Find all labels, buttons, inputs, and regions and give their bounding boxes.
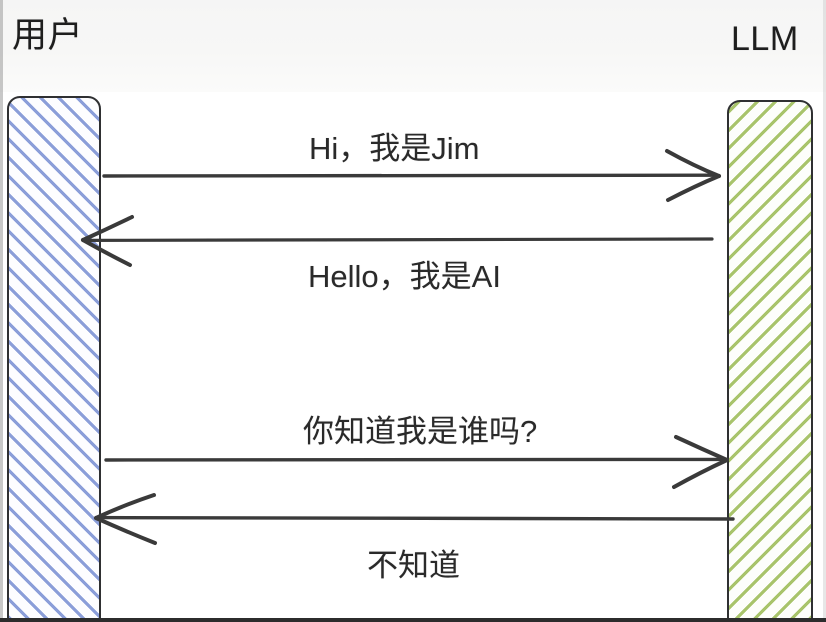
message-label-3: 不知道 (367, 548, 460, 583)
canvas-top-band (0, 0, 826, 92)
canvas-left-edge (0, 0, 3, 622)
canvas-bottom-edge (0, 618, 826, 622)
message-label-1: Hello，我是AI (308, 259, 501, 294)
canvas-right-edge (823, 0, 826, 622)
lifeline-user (7, 96, 101, 622)
message-label-0: Hi，我是Jim (309, 131, 480, 166)
actor-label-user: 用户 (12, 16, 84, 55)
message-label-2: 你知道我是谁吗? (303, 414, 538, 449)
actor-label-llm: LLM (731, 20, 799, 58)
lifeline-llm (727, 100, 813, 622)
canvas-main-area (0, 92, 826, 622)
